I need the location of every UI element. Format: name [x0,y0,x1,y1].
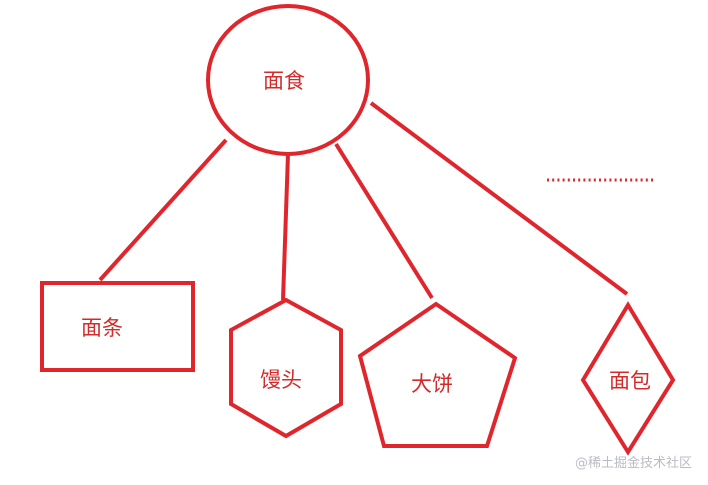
child-node-flatbread: 大饼 [357,301,518,448]
bread-label: 面包 [609,369,651,393]
flatbread-label: 大饼 [411,372,453,396]
edge-root-to-noodles [98,138,228,282]
steamed-bun-hexagon [229,297,343,439]
root-label: 面食 [263,69,305,93]
child-node-steamed-bun: 馒头 [229,297,343,439]
bread-diamond [580,301,676,456]
watermark: @稀土掘金技术社区 [575,455,692,471]
child-node-noodles: 面条 [40,281,195,372]
edge-root-to-flatbread [334,142,434,300]
noodles-label: 面条 [81,316,123,340]
steamed-bun-label: 馒头 [260,368,302,392]
child-node-bread: 面包 [580,301,676,456]
connectors [98,101,629,301]
root-circle [206,4,370,156]
root-node: 面食 [206,4,370,156]
noodles-rectangle [40,281,195,372]
flatbread-pentagon [357,301,518,448]
edge-root-to-steamed-bun [281,153,290,301]
edge-root-to-bread [369,101,629,296]
